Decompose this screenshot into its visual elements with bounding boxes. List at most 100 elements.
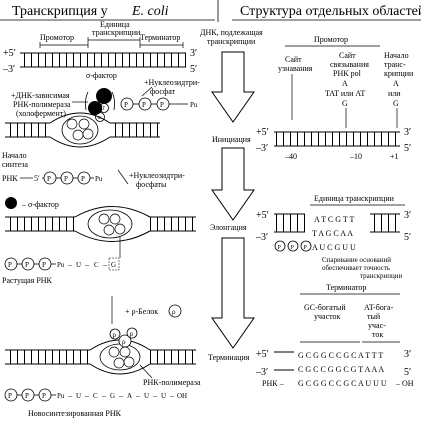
svg-text:тый: тый (367, 312, 381, 321)
svg-text:фосфаты: фосфаты (136, 180, 167, 189)
arrow-down-icon (211, 237, 255, 349)
svg-text:β′: β′ (101, 106, 106, 112)
left-title: Транскрипция у E. coli (12, 4, 169, 19)
svg-text:–: – (67, 260, 73, 269)
svg-text:–3′: –3′ (255, 367, 268, 378)
svg-text:G: G (342, 99, 348, 108)
svg-text:участок: участок (314, 312, 341, 321)
stage2-bubble (5, 101, 160, 148)
svg-text:фосфат: фосфат (150, 87, 176, 96)
svg-text:U: U (76, 392, 81, 400)
svg-text:+5′: +5′ (256, 127, 269, 138)
svg-text:Pu: Pu (190, 101, 198, 109)
svg-text:транс-: транс- (384, 60, 406, 69)
svg-text:транскрипции: транскрипции (92, 28, 141, 37)
svg-text:3′: 3′ (404, 349, 411, 360)
sigma-bound-icon (88, 101, 102, 115)
svg-text:Начало: Начало (2, 151, 27, 160)
svg-text:+Нуклеозидтри-: +Нуклеозидтри- (129, 171, 185, 180)
svg-text:OH: OH (177, 392, 187, 400)
svg-text:(холофермент): (холофермент) (16, 109, 66, 118)
svg-text:Терминатор: Терминатор (140, 33, 180, 42)
svg-text:P: P (8, 392, 12, 400)
svg-text:5′: 5′ (190, 64, 197, 75)
svg-text:P: P (278, 245, 282, 251)
svg-text:крипции: крипции (384, 69, 414, 78)
svg-text:Начало: Начало (384, 51, 409, 60)
stage3-bubble (5, 206, 196, 258)
svg-text:+Нуклеозидтри-: +Нуклеозидтри- (144, 78, 200, 87)
holoenzyme: +ДНК-зависимая РНК-полимераза (холоферме… (11, 71, 117, 122)
svg-text:Новосинтезированная РНК: Новосинтезированная РНК (28, 409, 122, 418)
svg-text:G C G G C C G C A U U U: G C G G C C G C A U U U (298, 379, 387, 388)
svg-text:G: G (110, 392, 115, 400)
svg-text:A T C G T T: A T C G T T (314, 215, 355, 224)
svg-text:–: – (152, 391, 158, 400)
svg-text:G C G G C C G C A T T T: G C G G C C G C A T T T (298, 351, 383, 360)
svg-text:РНК-полимераза: РНК-полимераза (143, 378, 201, 387)
svg-text:Промотор: Промотор (40, 33, 74, 42)
svg-text:+1: +1 (390, 152, 399, 161)
svg-text:P: P (160, 101, 164, 109)
svg-text:A U C G U U: A U C G U U (312, 243, 356, 252)
growing-rna: P P P Pu – U – C – G Растущая РНК (2, 257, 120, 285)
svg-text:ток: ток (372, 330, 383, 339)
svg-text:Сайт: Сайт (339, 51, 356, 60)
svg-text:РНК: РНК (2, 174, 18, 183)
svg-text:Терминатор: Терминатор (326, 283, 366, 292)
svg-text:–: – (84, 391, 90, 400)
rna-start: Начало синтеза РНК 5′ P P P Pu +Нуклеози… (2, 151, 185, 209)
svg-text:G: G (111, 261, 116, 269)
svg-text:+5′: +5′ (3, 48, 16, 59)
svg-text:синтеза: синтеза (2, 160, 28, 169)
svg-text:–: – (135, 391, 141, 400)
svg-text:U: U (76, 261, 81, 269)
sigma-released-icon (5, 197, 17, 209)
svg-text:+ ρ-Белок: + ρ-Белок (125, 307, 158, 316)
svg-text:–: – (84, 260, 90, 269)
svg-text:Pu: Pu (57, 261, 65, 269)
svg-text:A: A (342, 79, 348, 88)
svg-text:P: P (25, 261, 29, 269)
svg-text:U: U (144, 392, 149, 400)
svg-text:–: – (101, 391, 107, 400)
svg-text:P: P (81, 175, 85, 183)
arrow-down-icon (211, 51, 255, 123)
svg-text:ρ: ρ (172, 308, 176, 316)
svg-text:AT-бога-: AT-бога- (364, 303, 394, 312)
svg-text:α: α (98, 115, 102, 121)
svg-text:РНК –: РНК – (262, 379, 285, 388)
svg-text:GC-богатый: GC-богатый (304, 303, 346, 312)
svg-text:P: P (25, 392, 29, 400)
svg-text:–3′: –3′ (2, 64, 15, 75)
svg-text:учас-: учас- (368, 321, 386, 330)
right-title: Структура отдельных областей (240, 4, 421, 19)
svg-text:E. coli: E. coli (131, 4, 169, 19)
ntp-group: +Нуклеозидтри- фосфат P P P Pu (120, 78, 200, 111)
svg-text:C: C (94, 261, 99, 269)
svg-text:3′: 3′ (404, 127, 411, 138)
svg-text:–: – (169, 391, 175, 400)
svg-text:–: – (102, 260, 108, 269)
svg-text:+5′: +5′ (256, 349, 269, 360)
svg-text:TAT или AT: TAT или AT (325, 89, 365, 98)
svg-text:σ-фактор: σ-фактор (86, 71, 117, 80)
svg-text:C: C (93, 392, 98, 400)
svg-text:–3′: –3′ (255, 232, 268, 243)
terminator-structure: Терминатор GC-богатый участок AT-бога- т… (255, 283, 414, 388)
svg-text:Транскрипция у: Транскрипция у (12, 4, 108, 19)
svg-text:РНК-полимераза: РНК-полимераза (13, 100, 71, 109)
arrow-down-icon (211, 147, 255, 221)
svg-text:транскрипции: транскрипции (360, 272, 402, 280)
svg-text:P: P (42, 261, 46, 269)
svg-text:транскрипции: транскрипции (207, 37, 256, 46)
svg-text:5′: 5′ (34, 174, 40, 183)
svg-text:Спаривание оснований: Спаривание оснований (322, 256, 391, 264)
stage1-dna: Единица транскрипции Промотор Терминатор… (2, 20, 197, 75)
sigma-factor-icon (96, 88, 112, 104)
svg-text:P: P (124, 101, 128, 109)
elongation-structure: Единица транскрипции +5′ –3′ 3′ 5′ A T C… (255, 194, 411, 280)
svg-text:ρ: ρ (122, 338, 126, 346)
svg-text:Инициация: Инициация (212, 135, 251, 144)
